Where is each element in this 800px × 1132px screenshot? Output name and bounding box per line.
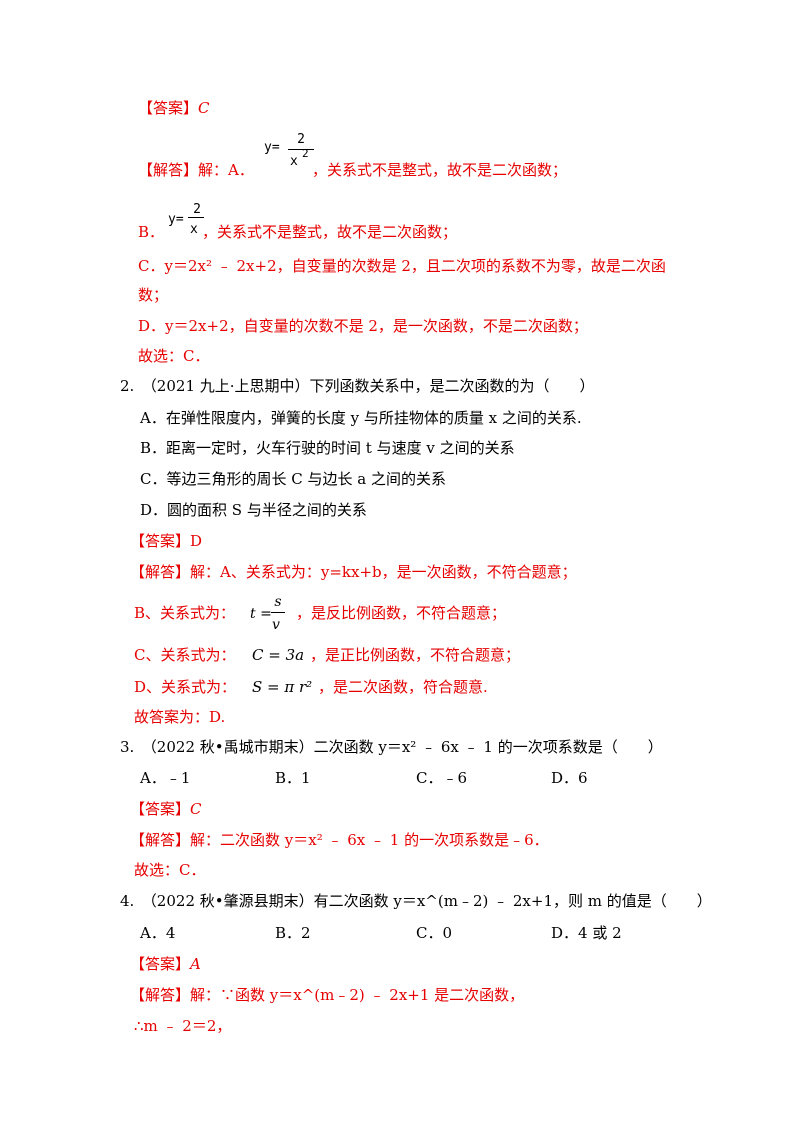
q2-answer-line: 【答案】D [130, 531, 202, 551]
q1-analysis-a: 【解答】解：A． [138, 160, 254, 180]
q2-d-formula: S = π r² [252, 678, 313, 696]
q2-analysis-label: 【解答】 [130, 563, 191, 581]
q2-conclusion: 故答案为：D. [134, 708, 226, 726]
q2-option-d: D．圆的面积 S 与半径之间的关系 [140, 501, 367, 519]
q2-b-formula-num: s [274, 594, 282, 610]
q2-analysis-a: 【解答】解：A、关系式为：y=kx+b，是一次函数，不符合题意； [130, 562, 577, 582]
q1-a-formula-bar [288, 149, 314, 150]
q2-d-prefix: D、关系式为： [134, 678, 237, 696]
q3-answer-label: 【答案】 [130, 800, 191, 818]
q3-analysis-label: 【解答】 [130, 831, 191, 849]
q4-step: ∴m ﹣ 2＝2， [134, 1017, 232, 1035]
q2-analysis-a-text: 解：A、关系式为：y=kx+b，是一次函数，不符合题意； [190, 563, 577, 581]
q1-d-line: D．y＝2x+2，自变量的次数不是 2，是一次函数，不是二次函数； [138, 317, 588, 335]
q1-answer-line: 【答案】C [138, 98, 210, 118]
q4-answer-label: 【答案】 [130, 955, 191, 973]
q1-c-line1: C．y＝2x² ﹣ 2x+2，自变量的次数是 2，且二次项的系数不为零，故是二次… [138, 257, 666, 275]
q2-b-prefix: B、关系式为： [134, 604, 236, 622]
q2-d-text: ，是二次函数，符合题意. [318, 678, 488, 696]
q3-analysis: 【解答】解：二次函数 y＝x² ﹣ 6x ﹣ 1 的一次项系数是﹣6． [130, 830, 549, 850]
q4-analysis-label: 【解答】 [130, 986, 191, 1004]
q1-b-formula-lhs: y= [168, 212, 184, 227]
q2-option-a: A．在弹性限度内，弹簧的长度 y 与所挂物体的质量 x 之间的关系. [140, 409, 582, 427]
q2-b-formula-lhs: t = [250, 606, 272, 622]
q2-option-c: C．等边三角形的周长 C 与边长 a 之间的关系 [140, 470, 446, 488]
q3-option-a: A．﹣1 [140, 769, 191, 787]
q3-option-b: B．1 [275, 769, 311, 787]
q3-answer-value: C [190, 800, 202, 818]
q1-c-line2: 数； [138, 286, 169, 304]
q4-analysis: 【解答】解：∵函数 y＝x^(m﹣2) ﹣ 2x+1 是二次函数， [130, 985, 524, 1005]
q1-answer-label: 【答案】 [138, 99, 199, 117]
q3-answer-line: 【答案】C [130, 799, 202, 819]
q2-option-b: B．距离一定时，火车行驶的时间 t 与速度 v 之间的关系 [140, 439, 515, 457]
q4-option-b: B．2 [275, 924, 311, 942]
q3-option-c: C．﹣6 [416, 769, 468, 787]
q1-a-formula-exp: 2 [302, 147, 309, 160]
q1-b-formula-num: 2 [193, 202, 201, 217]
q2-c-text: ，是正比例函数，不符合题意； [310, 646, 521, 664]
q2-stem: 2. （2021 九上·上思期中）下列函数关系中，是二次函数的为（ ） [120, 377, 595, 395]
q1-a-formula-lhs: y= [264, 140, 280, 155]
q4-analysis-text: 解：∵函数 y＝x^(m﹣2) ﹣ 2x+1 是二次函数， [190, 986, 525, 1004]
q1-b-text: ，关系式不是整式，故不是二次函数； [202, 223, 458, 241]
q4-answer-value: A [190, 955, 201, 973]
q1-analysis-label: 【解答】 [138, 161, 199, 179]
q4-option-d: D．4 或 2 [551, 924, 622, 942]
q1-b-formula-den: x [190, 222, 198, 237]
q2-answer-label: 【答案】 [130, 532, 191, 550]
q1-conclusion: 故选：C． [138, 347, 210, 365]
q1-a-formula-num: 2 [297, 132, 305, 147]
q1-analysis-intro: 解：A． [198, 161, 254, 179]
q1-a-text: ，关系式不是整式，故不是二次函数； [312, 161, 568, 179]
q3-analysis-text: 解：二次函数 y＝x² ﹣ 6x ﹣ 1 的一次项系数是﹣6． [190, 831, 549, 849]
q3-conclusion: 故选：C． [134, 861, 206, 879]
q2-answer-value: D [190, 532, 203, 550]
q1-a-formula-den: x [290, 154, 298, 169]
q4-option-a: A．4 [140, 924, 176, 942]
q1-b-formula-bar [188, 217, 204, 218]
q3-stem: 3. （2022 秋•禹城市期末）二次函数 y＝x² ﹣ 6x ﹣ 1 的一次项… [120, 738, 663, 756]
q2-b-formula-bar [271, 612, 285, 613]
q2-b-formula-den: v [272, 617, 280, 633]
q1-b-prefix: B． [138, 223, 165, 241]
q4-answer-line: 【答案】A [130, 954, 201, 974]
q1-answer-value: C [198, 99, 210, 117]
q2-b-text: ，是反比例函数，不符合题意； [296, 604, 507, 622]
q3-option-d: D．6 [551, 769, 588, 787]
q4-option-c: C．0 [416, 924, 453, 942]
q2-c-formula: C = 3a [252, 646, 305, 664]
q2-c-prefix: C、关系式为： [134, 646, 236, 664]
q4-stem: 4. （2022 秋•肇源县期末）有二次函数 y＝x^(m﹣2) ﹣ 2x+1，… [120, 892, 712, 910]
